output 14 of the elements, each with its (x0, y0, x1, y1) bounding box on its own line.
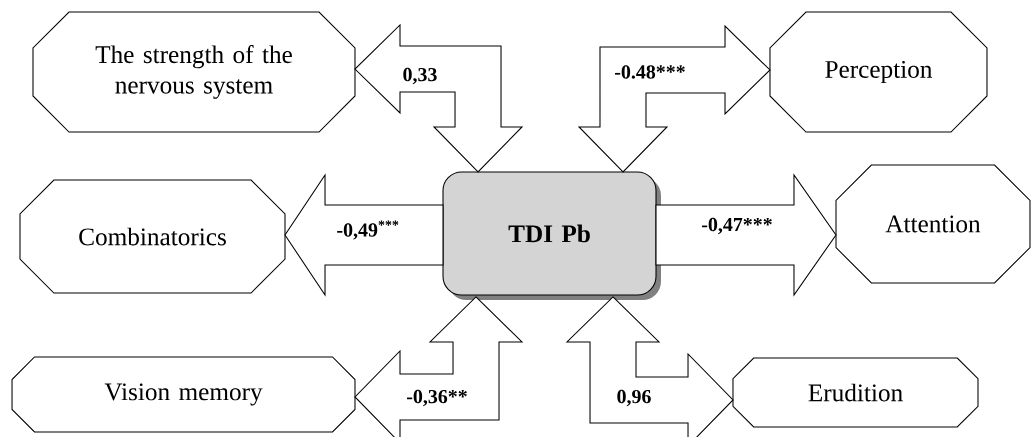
octagon-box: The strength of the nervous system (32, 11, 356, 133)
block-arrow (354, 296, 524, 437)
block-arrow (655, 173, 837, 297)
block-arrow (577, 24, 771, 173)
process-box: TDI Pb (442, 171, 661, 300)
octagon-box: Perception (769, 11, 988, 133)
edge-label: -0,47*** (699, 216, 774, 236)
edge-label: -0,36** (404, 388, 470, 408)
edge-label: 0,96 (615, 388, 653, 408)
octagon-box: Attention (835, 164, 1031, 284)
octagon-box: Erudition (732, 357, 979, 428)
octagon-box: Combinatorics (19, 179, 286, 294)
edge-label: -0,49$^{***}$ (335, 219, 401, 241)
octagon-box: Vision memory (11, 356, 356, 433)
